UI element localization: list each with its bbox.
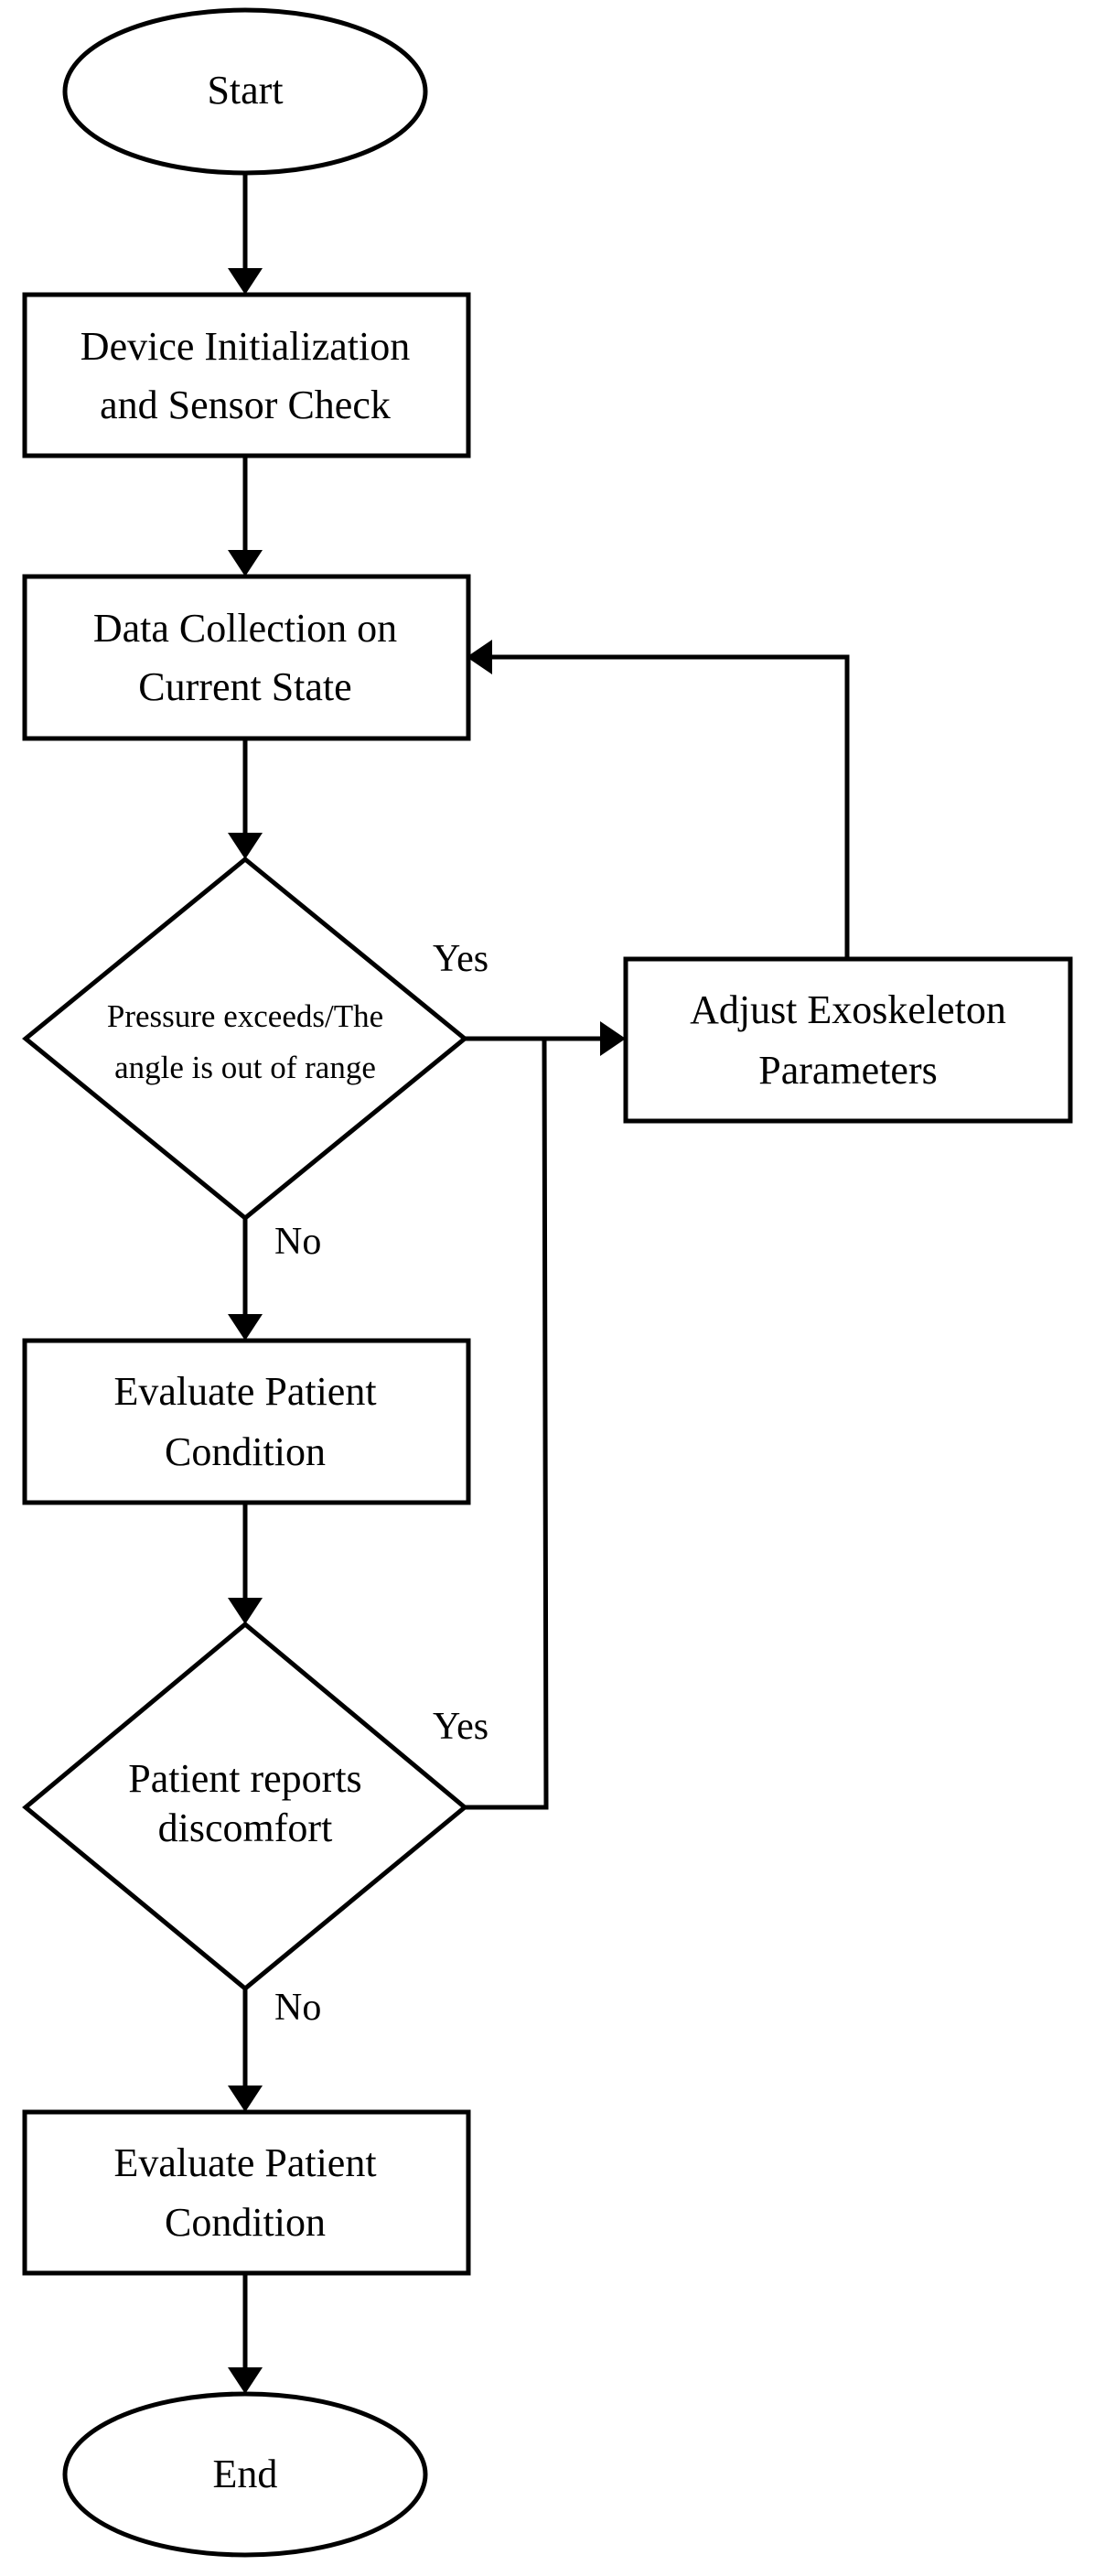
connectors (228, 174, 850, 2394)
edge-decision2-yes-to-adjust (465, 1038, 549, 1810)
arrowhead-icon (600, 1021, 626, 1056)
node-adjust-line1: Adjust Exoskeleton (690, 987, 1006, 1032)
arrowhead-icon (228, 268, 263, 295)
edge-label-d2-no: No (274, 1987, 321, 2029)
node-start-label: Start (207, 68, 283, 113)
node-adjust: Adjust Exoskeleton Parameters (623, 956, 1073, 1124)
node-end: End (62, 2391, 428, 2558)
node-decision2-line2: discomfort (158, 1805, 333, 1850)
arrowhead-icon (228, 2367, 263, 2394)
arrowhead-icon (467, 640, 492, 674)
arrowhead-icon (228, 550, 263, 577)
node-decision1-line2: angle is out of range (114, 1050, 376, 1085)
edge-adjust-loop-to-collect (492, 654, 850, 958)
arrowhead-icon (228, 1598, 263, 1624)
node-collect: Data Collection on Current State (22, 574, 471, 741)
node-start: Start (62, 7, 428, 176)
arrowhead-icon (228, 2086, 263, 2112)
arrowhead-icon (228, 1314, 263, 1341)
node-evaluate1: Evaluate Patient Condition (22, 1338, 471, 1505)
node-evaluate1-line2: Condition (165, 1429, 326, 1474)
node-evaluate2: Evaluate Patient Condition (22, 2109, 471, 2276)
node-decision2-line1: Patient reports (128, 1756, 361, 1801)
node-evaluate2-line1: Evaluate Patient (113, 2140, 376, 2185)
node-collect-line1: Data Collection on (93, 606, 397, 651)
node-decision2: Patient reports discomfort (22, 1621, 468, 1992)
node-evaluate2-line2: Condition (165, 2200, 326, 2245)
edge-label-d1-no: No (274, 1221, 321, 1263)
node-decision1-line1: Pressure exceeds/The (107, 998, 383, 1034)
node-init-line1: Device Initialization (81, 324, 410, 369)
node-init-line2: and Sensor Check (100, 383, 391, 427)
arrowhead-icon (228, 833, 263, 859)
node-decision1: Pressure exceeds/The angle is out of ran… (22, 856, 468, 1222)
node-evaluate1-line1: Evaluate Patient (113, 1369, 376, 1414)
node-adjust-line2: Parameters (758, 1048, 937, 1093)
node-collect-line2: Current State (138, 664, 351, 709)
node-end-label: End (213, 2452, 278, 2496)
edge-labels: Yes No Yes No (274, 938, 488, 2029)
edge-label-d1-yes: Yes (433, 938, 488, 980)
edge-label-d2-yes: Yes (433, 1706, 488, 1748)
node-init: Device Initialization and Sensor Check (22, 292, 471, 458)
